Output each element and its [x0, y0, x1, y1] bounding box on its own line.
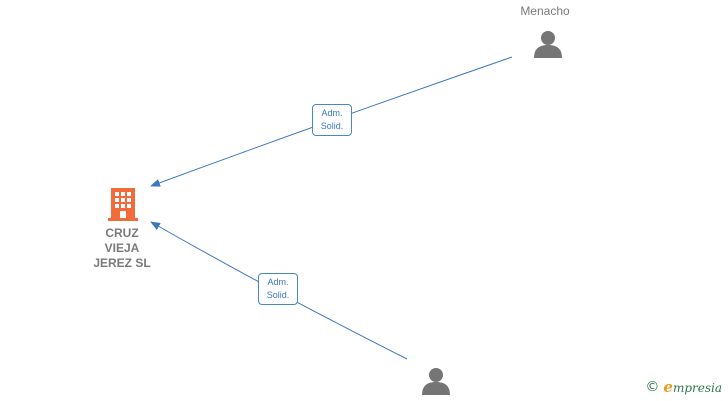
brand-name: empresia: [663, 377, 722, 396]
relation-label-person2: Adm. Solid.: [258, 273, 298, 305]
building-icon[interactable]: [107, 186, 139, 227]
person-icon[interactable]: [533, 29, 563, 64]
company-name[interactable]: CRUZ VIEJA JEREZ SL: [93, 226, 151, 270]
relation-role-line2: Solid.: [320, 121, 344, 131]
relation-label-menacho: Adm. Solid.: [312, 104, 352, 136]
person-icon[interactable]: [421, 366, 451, 401]
relation-role-line1: Adm.: [267, 277, 289, 287]
relation-role-line2: Solid.: [266, 290, 290, 300]
empresia-watermark: © empresia: [645, 378, 722, 396]
relation-role-line1: Adm.: [321, 108, 343, 118]
copyright-icon: ©: [645, 379, 660, 395]
person-name-menacho[interactable]: Menacho: [520, 4, 570, 18]
